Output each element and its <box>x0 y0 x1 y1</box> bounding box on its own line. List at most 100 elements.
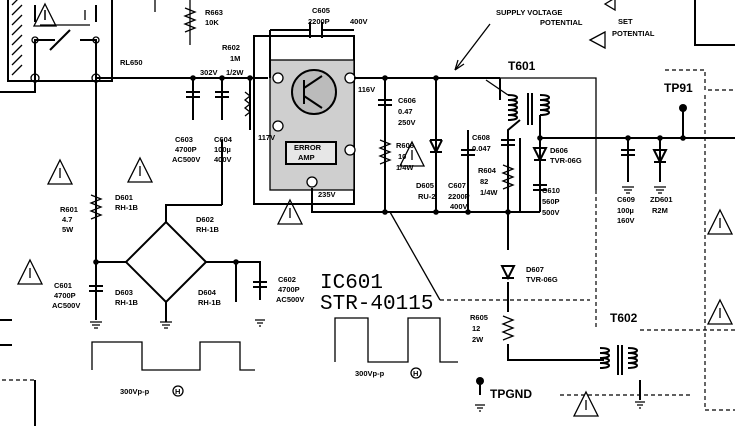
label-c609-voltage: 160V <box>617 216 635 225</box>
warning-triangle-icon <box>572 390 600 417</box>
waveform-right <box>334 317 458 363</box>
warning-triangle-icon <box>16 258 44 285</box>
error-amp-block <box>285 141 337 165</box>
label-d606: D606 <box>550 146 568 155</box>
label-rl650: RL650 <box>120 58 143 67</box>
label-r602: R602 <box>222 43 240 52</box>
label-c609: C609 <box>617 195 635 204</box>
label-c608: C608 <box>472 133 490 142</box>
c610-capacitor <box>533 184 547 191</box>
label-r602-value: 1M <box>230 54 240 63</box>
label-t602: T602 <box>610 311 638 325</box>
waveform-left <box>91 341 255 371</box>
label-c610-value: 560P <box>542 197 560 206</box>
warning-triangle-icon <box>706 208 734 235</box>
c607-capacitor <box>461 149 475 156</box>
label-c604: C604 <box>214 135 233 144</box>
label-d601-type: RH-1B <box>115 203 139 212</box>
label-error: ERROR <box>294 143 322 152</box>
switching-transistor <box>291 69 337 115</box>
label-set: SET <box>618 17 633 26</box>
label-d602-type: RH-1B <box>196 225 220 234</box>
label-h-right: H <box>413 369 418 378</box>
label-d604-type: RH-1B <box>198 298 222 307</box>
c603-capacitor <box>186 91 200 98</box>
label-c602-voltage: AC500V <box>276 295 304 304</box>
label-d606-type: TVR-06G <box>550 156 582 165</box>
component-labels: R663 10K C605 2200P 400V SUPPLY VOLTAGE … <box>52 6 693 401</box>
label-r663-value: 10K <box>205 18 219 27</box>
label-set-potential: POTENTIAL <box>612 29 655 38</box>
zd601-zener <box>652 149 668 165</box>
label-h-left: H <box>175 387 180 396</box>
label-r604-watt: 1/4W <box>480 188 498 197</box>
label-r605-watt: 2W <box>472 335 484 344</box>
label-tp91: TP91 <box>664 81 693 95</box>
label-d607-type: TVR-06G <box>526 275 558 284</box>
r663-resistor <box>183 7 197 33</box>
c605-capacitor <box>309 22 323 38</box>
r602-resistor <box>243 91 252 117</box>
label-zd601-type: R2M <box>652 206 668 215</box>
t601-primary <box>507 94 518 121</box>
label-c607-voltage: 400V <box>450 202 468 211</box>
label-ic601: IC601 <box>320 272 383 295</box>
label-d605: D605 <box>416 181 434 190</box>
label-c602-value: 4700P <box>278 285 300 294</box>
label-r663: R663 <box>205 8 223 17</box>
label-t601: T601 <box>508 59 536 73</box>
label-c603-voltage: AC500V <box>172 155 200 164</box>
label-c604-value: 100µ <box>214 145 231 154</box>
c602-capacitor <box>253 281 267 288</box>
t602-secondary <box>627 347 638 369</box>
label-tpgnd: TPGND <box>490 387 532 401</box>
label-c601-voltage: AC500V <box>52 301 80 310</box>
label-ic601-type: STR-40115 <box>320 293 433 316</box>
warning-triangle-icon <box>46 158 74 185</box>
label-d604: D604 <box>198 288 217 297</box>
label-d602: D602 <box>196 215 214 224</box>
warning-icons <box>16 2 734 417</box>
label-c607: C607 <box>448 181 466 190</box>
label-c602: C602 <box>278 275 296 284</box>
label-d607: D607 <box>526 265 544 274</box>
label-r608-watt: 1/4W <box>396 163 414 172</box>
label-r601-value: 4.7 <box>62 215 72 224</box>
label-r608: R608 <box>396 141 414 150</box>
d606-diode <box>532 147 548 163</box>
label-235v: 235V <box>318 190 336 199</box>
label-r605-value: 12 <box>472 324 480 333</box>
label-supply-potential: POTENTIAL <box>540 18 583 27</box>
warning-triangle-icon <box>398 140 426 167</box>
label-amp: AMP <box>298 153 315 162</box>
label-c603: C603 <box>175 135 193 144</box>
label-d605-type: RU-2 <box>418 192 436 201</box>
r608-resistor <box>378 139 392 165</box>
label-c606-value: 0.47 <box>398 107 413 116</box>
label-c608-value: 0.047 <box>472 144 491 153</box>
label-r604-value: 82 <box>480 177 488 186</box>
t601-secondary <box>539 94 550 116</box>
warning-triangle-icon <box>706 298 734 325</box>
label-300vpp-right: 300Vp-p <box>355 369 385 378</box>
c601-capacitor <box>89 285 103 292</box>
c604-capacitor <box>215 91 229 98</box>
label-c601-value: 4700P <box>54 291 76 300</box>
d605-diode <box>429 139 443 155</box>
label-c607-value: 2200P <box>448 192 470 201</box>
warning-triangle-icon <box>32 2 58 27</box>
label-r605: R605 <box>470 313 488 322</box>
label-c610-voltage: 500V <box>542 208 560 217</box>
relay-switch <box>49 29 71 51</box>
t602-primary <box>599 347 610 369</box>
label-r604: R604 <box>478 166 497 175</box>
r605-resistor <box>501 315 515 341</box>
label-c603-value: 4700P <box>175 145 197 154</box>
label-supply-voltage: SUPPLY VOLTAGE <box>496 8 562 17</box>
c608-capacitor <box>501 139 515 146</box>
label-117v: 117V <box>258 133 275 142</box>
warning-triangle-icon <box>276 198 304 225</box>
label-r601-watt: 5W <box>62 225 74 234</box>
